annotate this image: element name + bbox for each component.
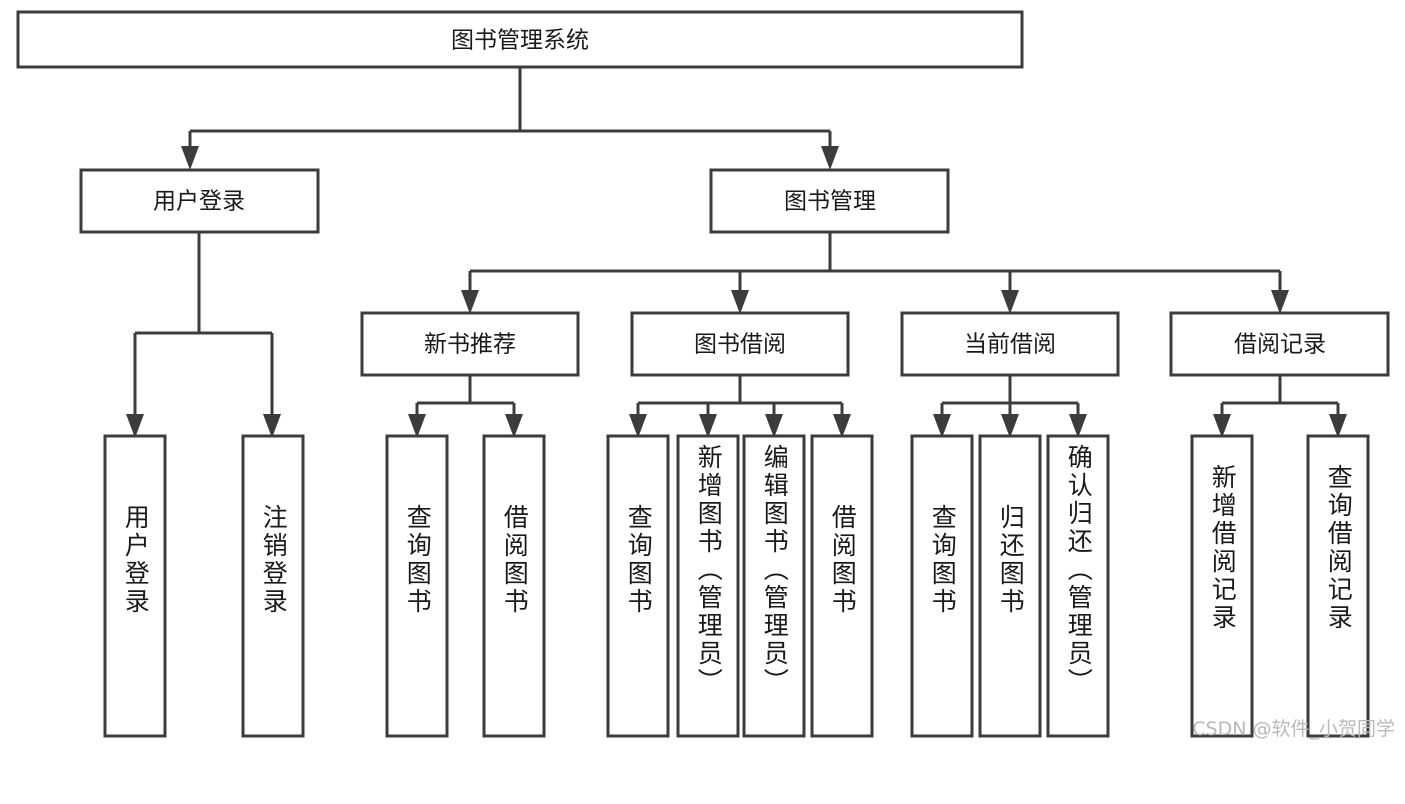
node-book-borrow[interactable] [630, 311, 850, 377]
node-book-manage-label: 图书管理 [784, 189, 876, 215]
leaf-book-borrow-0[interactable] [606, 434, 670, 738]
leaf-new-book-1[interactable] [482, 434, 546, 738]
arrow-head-leaf [126, 414, 144, 438]
node-user-login[interactable] [79, 168, 320, 234]
node-current-borrow-label: 当前借阅 [964, 332, 1056, 358]
leaf-current-borrow-0[interactable] [910, 434, 974, 738]
arrow-head-borrow-record [1271, 290, 1289, 314]
leaf-current-borrow-2[interactable] [1046, 434, 1110, 738]
tree-diagram: 图书管理系统 用户登录 图书管理 新书推荐 图书借阅 当前借阅 借阅记录 [16, 10, 1395, 740]
leaf-book-borrow-2[interactable] [742, 434, 806, 738]
leaf-book-borrow-3[interactable] [810, 434, 874, 738]
arrow-head-user-login [181, 146, 199, 170]
leaf-user-login-1[interactable] [241, 434, 305, 738]
watermark-text: CSDN @软件_小贺同学 [1192, 718, 1395, 740]
diagram-canvas: 图书管理系统 用户登录 图书管理 新书推荐 图书借阅 当前借阅 借阅记录 [16, 10, 1390, 738]
connector-group-new-book [408, 375, 523, 438]
node-book-manage[interactable] [709, 168, 950, 234]
connector-group-book-borrow [629, 375, 851, 438]
arrow-head-leaf [1213, 414, 1231, 438]
arrow-head-leaf [1001, 414, 1019, 438]
node-borrow-record[interactable] [1169, 311, 1390, 377]
node-book-borrow-label: 图书借阅 [694, 332, 786, 358]
leaf-new-book-0[interactable] [385, 434, 449, 738]
leaf-borrow-record-0[interactable] [1190, 434, 1254, 738]
arrow-head-leaf [699, 414, 717, 438]
leaf-current-borrow-1[interactable] [978, 434, 1042, 738]
connector-group-borrow-record [1213, 375, 1347, 438]
arrow-head-leaf [933, 414, 951, 438]
connector-group-current-borrow [933, 375, 1087, 438]
arrow-head-book-manage [821, 146, 839, 170]
node-borrow-record-label: 借阅记录 [1234, 332, 1326, 358]
node-new-book-recommend-label: 新书推荐 [424, 332, 516, 358]
leaf-user-login-0[interactable] [103, 434, 167, 738]
connector-group-user-login [126, 232, 281, 438]
connector-group-book-manage [461, 232, 1289, 314]
arrow-head-leaf [263, 414, 281, 438]
arrow-head-leaf [1329, 414, 1347, 438]
arrow-head-current-borrow [1001, 290, 1019, 314]
node-root-label: 图书管理系统 [451, 28, 589, 54]
node-user-login-label: 用户登录 [153, 189, 245, 215]
arrow-head-book-borrow [731, 290, 749, 314]
node-new-book-recommend[interactable] [360, 311, 580, 377]
arrow-head-leaf [765, 414, 783, 438]
connector-group-root [181, 67, 839, 170]
arrow-head-leaf [629, 414, 647, 438]
arrow-head-leaf [833, 414, 851, 438]
arrow-head-leaf [505, 414, 523, 438]
leaf-borrow-record-1[interactable] [1306, 434, 1370, 738]
leaf-book-borrow-1[interactable] [676, 434, 740, 738]
arrow-head-leaf [408, 414, 426, 438]
node-root[interactable] [16, 10, 1024, 69]
arrow-head-new-book [461, 290, 479, 314]
arrow-head-leaf [1069, 414, 1087, 438]
node-current-borrow[interactable] [900, 311, 1120, 377]
